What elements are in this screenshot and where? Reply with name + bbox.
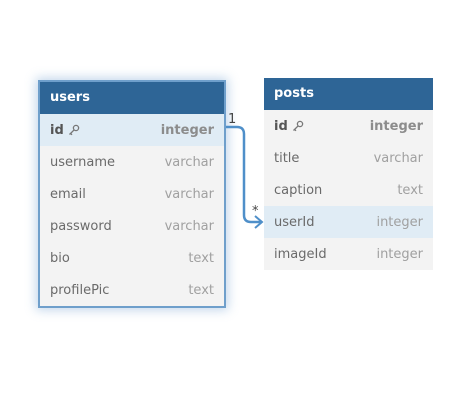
cardinality-one-label: 1 <box>228 112 237 127</box>
users-table-header[interactable]: users <box>40 82 224 114</box>
field-type: text <box>188 250 214 266</box>
posts-table-header[interactable]: posts <box>264 78 433 110</box>
posts-field-imageid[interactable]: imageId integer <box>264 238 433 270</box>
field-type: integer <box>369 118 423 134</box>
field-name: password <box>50 218 112 234</box>
field-name: bio <box>50 250 70 266</box>
field-type: varchar <box>164 218 214 234</box>
posts-field-title[interactable]: title varchar <box>264 142 433 174</box>
field-type: text <box>397 182 423 198</box>
posts-field-caption[interactable]: caption text <box>264 174 433 206</box>
field-type: varchar <box>373 150 423 166</box>
key-icon <box>292 120 304 132</box>
field-name: id <box>50 123 80 138</box>
users-field-bio[interactable]: bio text <box>40 242 224 274</box>
users-field-email[interactable]: email varchar <box>40 178 224 210</box>
users-field-id[interactable]: id integer <box>40 114 224 146</box>
field-type: integer <box>160 122 214 138</box>
field-name: title <box>274 150 300 166</box>
field-type: integer <box>376 214 423 230</box>
field-type: varchar <box>164 154 214 170</box>
field-name: username <box>50 154 115 170</box>
users-field-username[interactable]: username varchar <box>40 146 224 178</box>
field-name: imageId <box>274 246 327 262</box>
users-table[interactable]: users id integer username varchar email … <box>38 80 226 308</box>
key-icon <box>68 124 80 136</box>
field-name: email <box>50 186 86 202</box>
users-field-profilepic[interactable]: profilePic text <box>40 274 224 306</box>
field-name: userId <box>274 214 315 230</box>
posts-table[interactable]: posts id integer title varchar caption t… <box>264 78 433 270</box>
posts-field-id[interactable]: id integer <box>264 110 433 142</box>
field-name: caption <box>274 182 323 198</box>
users-field-password[interactable]: password varchar <box>40 210 224 242</box>
field-type: integer <box>376 246 423 262</box>
cardinality-many-label: * <box>252 204 259 219</box>
field-type: varchar <box>164 186 214 202</box>
field-name: id <box>274 119 304 134</box>
field-name: profilePic <box>50 282 110 298</box>
field-type: text <box>188 282 214 298</box>
posts-field-userid[interactable]: userId integer <box>264 206 433 238</box>
